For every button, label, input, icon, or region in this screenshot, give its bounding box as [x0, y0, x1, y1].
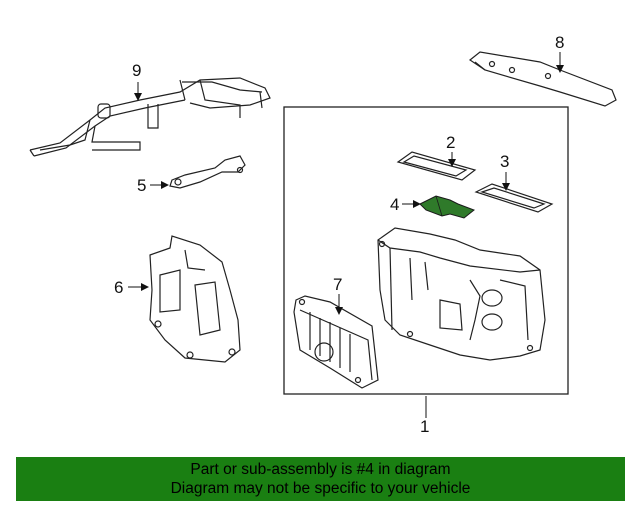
banner-line-1: Part or sub-assembly is #4 in diagram — [190, 461, 451, 478]
callout-4: 4 — [390, 195, 399, 214]
part-5-bracket[interactable] — [169, 155, 246, 189]
main-unit[interactable] — [377, 227, 546, 361]
banner-line-2: Diagram may not be specific to your vehi… — [170, 480, 471, 497]
part-1-assembly-frame — [283, 106, 569, 395]
part-9-cable-bracket[interactable] — [29, 77, 271, 157]
callout-2: 2 — [446, 133, 455, 152]
callout-5: 5 — [137, 176, 146, 195]
callout-7: 7 — [333, 275, 342, 294]
info-banner: Part or sub-assembly is #4 in diagram Di… — [16, 457, 625, 501]
callout-9: 9 — [132, 61, 141, 80]
part-4-bracket-highlighted[interactable] — [419, 195, 475, 219]
callout-3: 3 — [500, 152, 509, 171]
part-8-plate[interactable] — [468, 51, 617, 107]
callout-8: 8 — [555, 33, 564, 52]
part-3-plate[interactable] — [474, 183, 554, 213]
callout-1: 1 — [420, 417, 429, 436]
part-7-module[interactable] — [293, 295, 379, 389]
part-6-cover[interactable] — [149, 235, 241, 363]
callout-6: 6 — [114, 278, 123, 297]
parts-diagram: 9 5 6 8 2 3 — [29, 33, 617, 436]
part-2-plate[interactable] — [396, 151, 477, 181]
